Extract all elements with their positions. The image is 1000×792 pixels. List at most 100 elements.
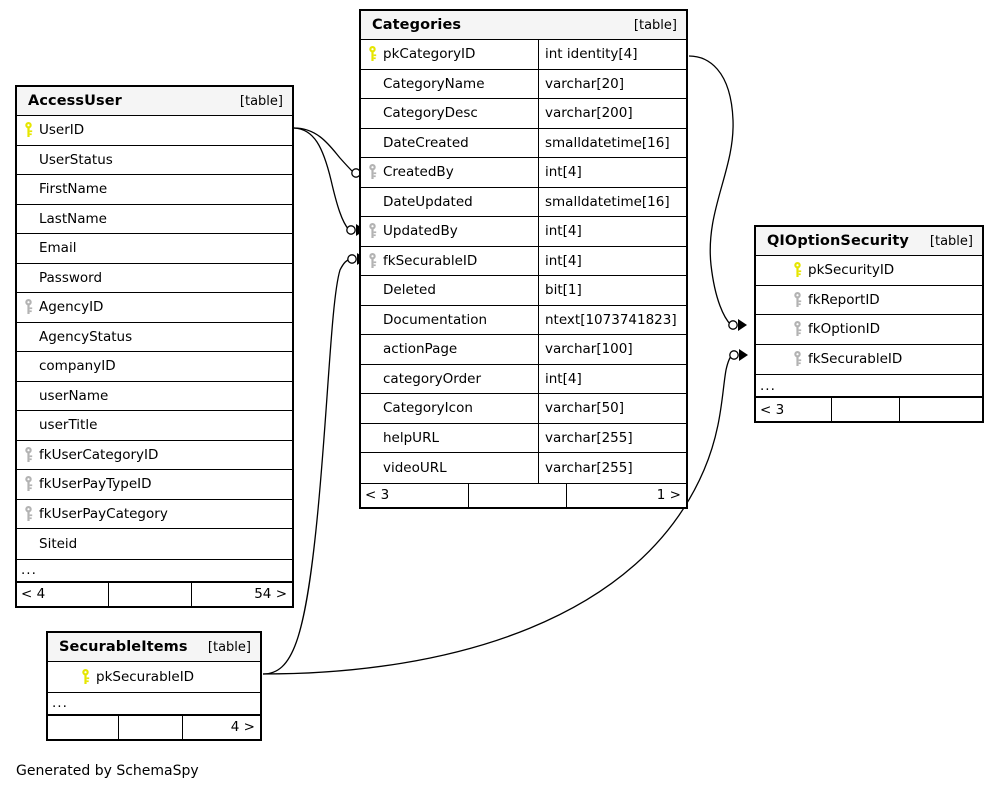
column-name-cell: fkSecurableID [361,247,538,276]
primary-key-icon [74,668,96,685]
foreign-key-icon [17,299,39,315]
cardinality-many-arrow [739,349,748,361]
table-row[interactable]: pkSecurityID [756,256,982,286]
table-row[interactable]: userTitle [17,411,292,441]
relationship-rel-category-option [688,55,734,326]
table-qioptionsecurity[interactable]: QIOptionSecurity [table] pkSecurityID fkRep… [754,225,984,423]
column-name: helpURL [383,429,439,446]
table-title-bar: AccessUser[table] [17,87,292,116]
table-securableitems[interactable]: SecurableItems[table]pkSecurableID...4 > [46,631,262,741]
relationship-rel-user-createdby [293,127,355,174]
column-name-cell: Deleted [361,276,538,305]
table-row[interactable]: AgencyStatus [17,323,292,352]
table-row[interactable]: LastName [17,205,292,234]
column-type: varchar[20] [545,75,625,92]
table-title-bar: QIOptionSecurity [table] [756,227,982,256]
table-row[interactable]: helpURL varchar[255] [361,423,686,453]
table-row[interactable]: pkSecurableID [48,662,260,692]
footer-parent-count[interactable]: < 3 [365,487,390,503]
table-row[interactable]: fkUserPayCategory [17,500,292,529]
column-name-cell: fkReportID [756,286,982,315]
footer-middle-cell [468,483,566,507]
column-name-cell: actionPage [361,335,538,364]
table-row[interactable]: UserID [17,116,292,146]
footer-parent-count[interactable] [48,716,118,739]
table-row[interactable]: FirstName [17,175,292,205]
foreign-key-icon [786,351,808,367]
column-type-cell: bit[1] [538,276,686,305]
table-row[interactable]: companyID [17,352,292,382]
column-name-cell: pkSecurableID [48,662,260,692]
column-name-cell: FirstName [17,175,292,204]
table-row[interactable]: UserStatus [17,146,292,175]
column-name: categoryOrder [383,370,482,387]
column-name: fkReportID [808,291,880,308]
table-row[interactable]: Siteid [17,529,292,559]
table-row[interactable]: fkSecurableID [756,345,982,375]
table-row[interactable]: Password [17,264,292,293]
column-name-cell: CreatedBy [361,158,538,187]
column-type-cell: int[4] [538,158,686,187]
column-name-cell: fkOptionID [756,315,982,344]
table-row[interactable]: fkReportID [756,286,982,315]
table-type-tag: [table] [207,639,251,655]
foreign-key-icon [361,223,383,239]
footer-parent-count[interactable]: < 3 [760,401,785,418]
cardinality-optional-circle [729,350,739,360]
table-row[interactable]: AgencyID [17,293,292,323]
table-name: SecurableItems [59,639,188,655]
column-name: fkSecurableID [383,252,478,269]
column-name: companyID [39,358,116,375]
footer-child-count[interactable] [899,398,982,421]
primary-key-icon [361,46,383,62]
column-type-cell: varchar[255] [538,453,686,483]
column-name-cell: userName [17,382,292,411]
footer-parent-count[interactable]: < 4 [21,586,46,602]
footer-child-count[interactable]: 4 > [182,715,260,739]
table-row[interactable]: Deleted bit[1] [361,276,686,306]
column-name: Deleted [383,282,436,299]
footer-child-count[interactable]: 1 > [566,483,686,507]
column-type-cell: int identity[4] [538,40,686,69]
table-row[interactable]: Email [17,234,292,264]
column-name-cell: fkUserPayTypeID [17,470,292,499]
column-type-cell: smalldatetime[16] [538,128,686,157]
table-footer: < 4 54 > [17,581,292,606]
primary-key-icon [17,122,39,138]
table-row[interactable]: fkUserPayTypeID [17,470,292,500]
foreign-key-icon [17,446,39,463]
table-name: QIOptionSecurity [767,233,909,249]
column-name-cell: Documentation [361,306,538,335]
column-type: smalldatetime[16] [545,193,670,210]
footer-middle-cell [831,398,899,421]
column-name: FirstName [39,181,108,198]
table-type-tag: [table] [929,233,973,249]
column-type: int[4] [545,223,582,240]
table-row[interactable]: fkUserCategoryID [17,441,292,470]
table-row[interactable]: fkOptionID [756,315,982,345]
footer-child-count[interactable]: 54 > [191,582,292,606]
column-name-cell: fkUserCategoryID [17,441,292,470]
column-name: userName [39,387,109,404]
column-type: varchar[255] [545,429,633,446]
table-row[interactable]: userName [17,382,292,411]
column-name: fkUserCategoryID [39,446,159,463]
column-name: LastName [39,210,107,227]
column-type: varchar[50] [545,400,625,417]
